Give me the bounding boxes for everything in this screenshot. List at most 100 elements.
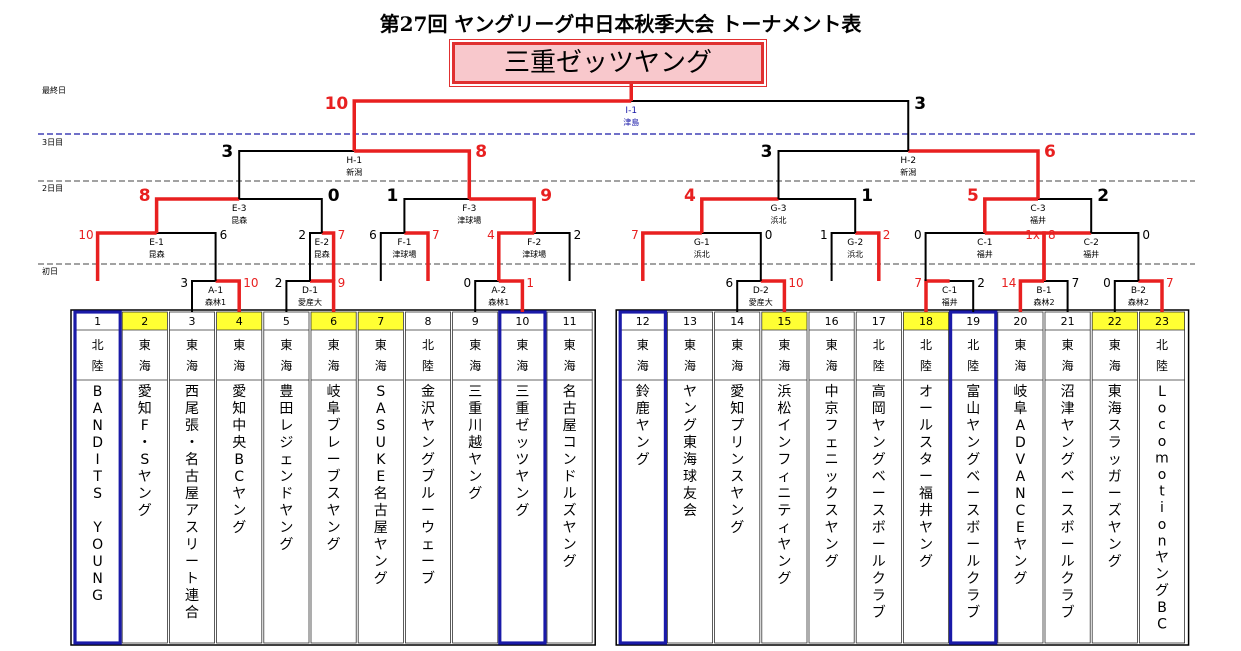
score-left: 0 <box>914 228 922 242</box>
bracket-line <box>309 232 322 281</box>
round-label: 最終日 <box>42 85 66 95</box>
team-name: 沼津ヤングベースボールクラブ <box>1061 384 1075 621</box>
team-number: 12 <box>636 315 650 328</box>
team-number: 7 <box>377 315 384 328</box>
team-region: 東 <box>731 338 743 352</box>
team-region: 陸 <box>873 359 885 373</box>
team-number-highlight <box>903 312 949 330</box>
score-right: 0 <box>765 228 773 242</box>
bracket-line <box>215 279 241 312</box>
score-right: 2 <box>883 228 891 242</box>
match-venue: 津球場 <box>457 215 481 225</box>
bracket-line <box>736 280 761 312</box>
bracket-line <box>1044 280 1069 312</box>
match-id: F-3 <box>462 204 476 214</box>
bracket-line <box>855 231 881 281</box>
team-region: 海 <box>280 358 292 373</box>
team-name: 富山ヤングベースボールクラブ <box>966 383 980 621</box>
team-number: 15 <box>777 315 791 328</box>
score-left: 2 <box>298 228 306 242</box>
team-number: 18 <box>919 315 933 328</box>
team-name: 東海スラッガーズヤング <box>1108 384 1122 570</box>
team-region: 北 <box>967 338 979 352</box>
team-number: 14 <box>730 315 744 328</box>
team-name: 西尾張・名古屋アスリート連合 <box>185 384 199 621</box>
bracket-line <box>641 231 702 281</box>
match-venue: 福井 <box>1030 215 1046 225</box>
score-left: 3 <box>180 276 188 290</box>
score-left: 0 <box>1103 276 1111 290</box>
team-region: 北 <box>92 338 104 352</box>
match-id: F-1 <box>397 238 411 248</box>
bracket-line <box>983 197 1038 233</box>
score-left: 7 <box>631 228 639 242</box>
team-region: 東 <box>1014 338 1026 352</box>
team-region: 海 <box>516 358 528 373</box>
match-id: G-1 <box>694 238 710 248</box>
team-region: 東 <box>469 338 481 352</box>
team-number: 21 <box>1061 315 1075 328</box>
team-region: 東 <box>684 338 696 352</box>
match-id: G-3 <box>771 204 787 214</box>
team-region: 東 <box>1109 338 1121 352</box>
match-venue: 新潟 <box>900 167 916 177</box>
team-name: 金沢ヤングブルーウェーブ <box>421 384 435 587</box>
team-region: 東 <box>1062 338 1074 352</box>
team-region: 海 <box>375 358 387 373</box>
team-region: 東 <box>637 338 649 352</box>
match-venue: 浜北 <box>771 215 787 225</box>
bracket-line <box>321 231 336 281</box>
match-venue: 森林2 <box>1128 297 1149 307</box>
team-number: 9 <box>472 315 479 328</box>
score-left: 1 <box>820 228 828 242</box>
team-region: 北 <box>422 338 434 352</box>
team-name: 浜松インフィニティヤング <box>777 384 791 587</box>
team-number: 22 <box>1108 315 1122 328</box>
team-name: 豊田レジェンドヤング <box>279 384 293 553</box>
match-venue: 福井 <box>942 297 958 307</box>
bracket-line <box>701 232 762 281</box>
team-region: 東 <box>328 338 340 352</box>
match-id: G-2 <box>847 238 863 248</box>
team-region: 東 <box>233 338 245 352</box>
score-left: 6 <box>726 276 734 290</box>
team-number-highlight <box>1139 312 1185 330</box>
match-id: E-3 <box>232 204 247 214</box>
bracket-line <box>95 231 157 281</box>
team-region: 東 <box>280 338 292 352</box>
team-number: 8 <box>425 315 432 328</box>
team-number-highlight <box>311 312 357 330</box>
team-region: 海 <box>637 358 649 373</box>
team-cell <box>667 311 714 644</box>
score-left: 2 <box>275 276 283 290</box>
bracket-line <box>1018 279 1044 312</box>
bracket-line <box>469 197 536 233</box>
match-venue: 福井 <box>977 249 993 259</box>
score-right: 1 <box>526 276 534 290</box>
bracket-line <box>239 198 323 233</box>
match-venue: 浜北 <box>847 249 863 259</box>
team-selected-frame <box>73 310 122 645</box>
team-cell <box>121 311 168 644</box>
team-number: 6 <box>330 315 337 328</box>
score-left: 4 <box>487 228 495 242</box>
team-cell <box>404 311 451 644</box>
team-region: 東 <box>564 338 576 352</box>
team-region: 東 <box>139 338 151 352</box>
team-region: 海 <box>233 358 245 373</box>
bracket-line <box>778 198 857 233</box>
match-id: I-1 <box>625 106 637 116</box>
bracket-line <box>1038 198 1093 233</box>
team-region: 海 <box>731 358 743 373</box>
round-label: 初日 <box>42 266 58 276</box>
bracket-line <box>238 150 355 199</box>
team-region: 陸 <box>1156 359 1168 373</box>
team-region: 海 <box>328 358 340 373</box>
team-region: 東 <box>516 338 528 352</box>
score-right: 2 <box>574 228 582 242</box>
score-right: 3 <box>914 94 926 114</box>
